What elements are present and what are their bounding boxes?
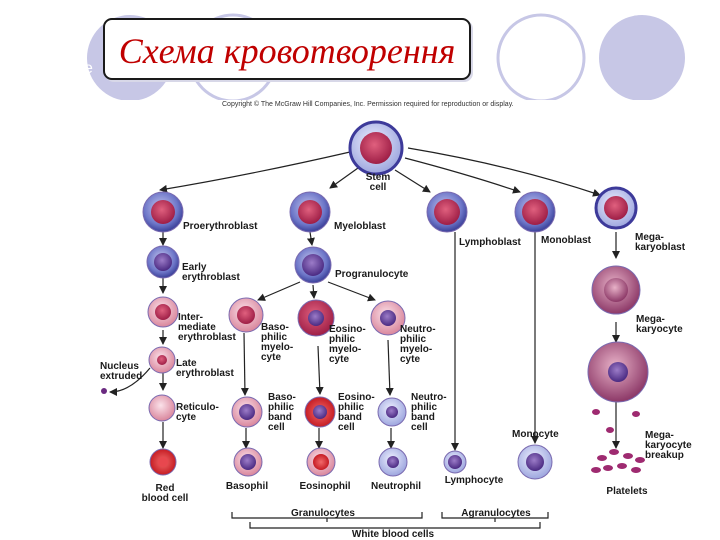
arrow-progran-eos [309,284,318,299]
label-lymphocyte: Lymphocyte [445,475,504,486]
label-monoblast: Monoblast [541,235,592,246]
label-reticulocyte: Reticulo-cyte [176,402,219,423]
label-megakaryoblast: Mega-karyoblast [635,232,686,253]
bracket-agranulocytes [441,512,549,522]
intermediate-erythroblast-cell [147,296,179,328]
platelet-fragment [606,427,614,433]
arrow-stem-lympho [394,169,431,193]
megakaryocyte-breakup-cell [587,341,649,403]
bg-mask [0,100,720,540]
monoblast-cell [514,191,556,233]
monocyte-cell [517,444,553,480]
eosinophil-cell [306,447,336,477]
slide-title: Схема кровотворення [118,31,456,71]
stem-cell [348,120,404,176]
arrow-eosmyelo-band [315,345,324,395]
bg-circle-4 [599,15,685,101]
label-eosinophil: Eosinophil [299,481,350,492]
platelet [591,467,601,473]
platelet [631,467,641,473]
bg-circle-3 [496,13,586,103]
arrow-nucleus-extruded [109,367,151,396]
arrow-stem-mega [407,147,601,197]
label-lymphoblast: Lymphoblast [459,237,522,248]
arrow-myelo-progran [306,231,315,246]
lymphoblast-cell [426,191,468,233]
basophil-cell [233,447,263,477]
bracket-white-blood-cells [249,522,541,529]
label-agranulocytes: Agranulocytes [461,508,531,519]
background-letter: e [84,60,93,77]
arrow-neutmyelo-band [385,339,394,396]
platelet [635,457,645,463]
label-basophil: Basophil [226,481,268,492]
neutrophil-cell [378,447,408,477]
arrow-progran-baso [257,281,301,301]
basophilic-band-cell [231,396,263,428]
copyright-note: Copyright © The McGraw Hill Companies, I… [222,101,514,108]
neutrophilic-myelocyte-cell [370,300,406,336]
arrow-basomyelo-band [240,332,249,396]
label-progranulocyte: Progranulocyte [335,269,409,280]
bracket-granulocytes [231,512,423,522]
neutrophilic-band-cell [377,397,407,427]
eosinophilic-band-cell [304,396,336,428]
arrow-stem-proerythro [159,151,351,193]
label-neutrophil: Neutrophil [371,481,421,492]
label-platelets: Platelets [606,486,648,497]
myeloblast-cell [289,191,331,233]
arrow-progran-neut [327,281,376,302]
progranulocyte-cell [294,246,332,284]
label-granulocytes: Granulocytes [291,508,355,519]
platelet [597,455,607,461]
label-myeloblast: Myeloblast [334,221,386,232]
megakaryoblast-cell [594,186,638,230]
eosinophilic-myelocyte-cell [297,299,335,337]
platelet-fragment [632,411,640,417]
label-megakaryocyte: Mega-karyocyte [636,314,683,335]
label-proerythroblast: Proerythroblast [183,221,258,232]
arrow-stem-myelo [329,167,359,189]
basophilic-myelocyte-cell [228,297,264,333]
platelet [603,465,613,471]
platelet-fragment [592,409,600,415]
label-white-blood-cells: White blood cells [352,529,435,540]
megakaryocyte-cell [591,265,641,315]
late-erythroblast-cell [148,346,176,374]
platelet [623,453,633,459]
early-erythroblast-cell [146,245,180,279]
lymphocyte-cell [443,450,467,474]
platelet [617,463,627,469]
title-box: Схема кровотворення [103,18,471,80]
label-monocyte: Monocyte [512,429,559,440]
proerythroblast-cell [142,191,184,233]
extruded-nucleus [101,388,107,394]
reticulocyte-cell [148,394,176,422]
arrow-stem-mono [404,157,521,194]
platelet [609,449,619,455]
red-blood-cell [149,448,177,476]
